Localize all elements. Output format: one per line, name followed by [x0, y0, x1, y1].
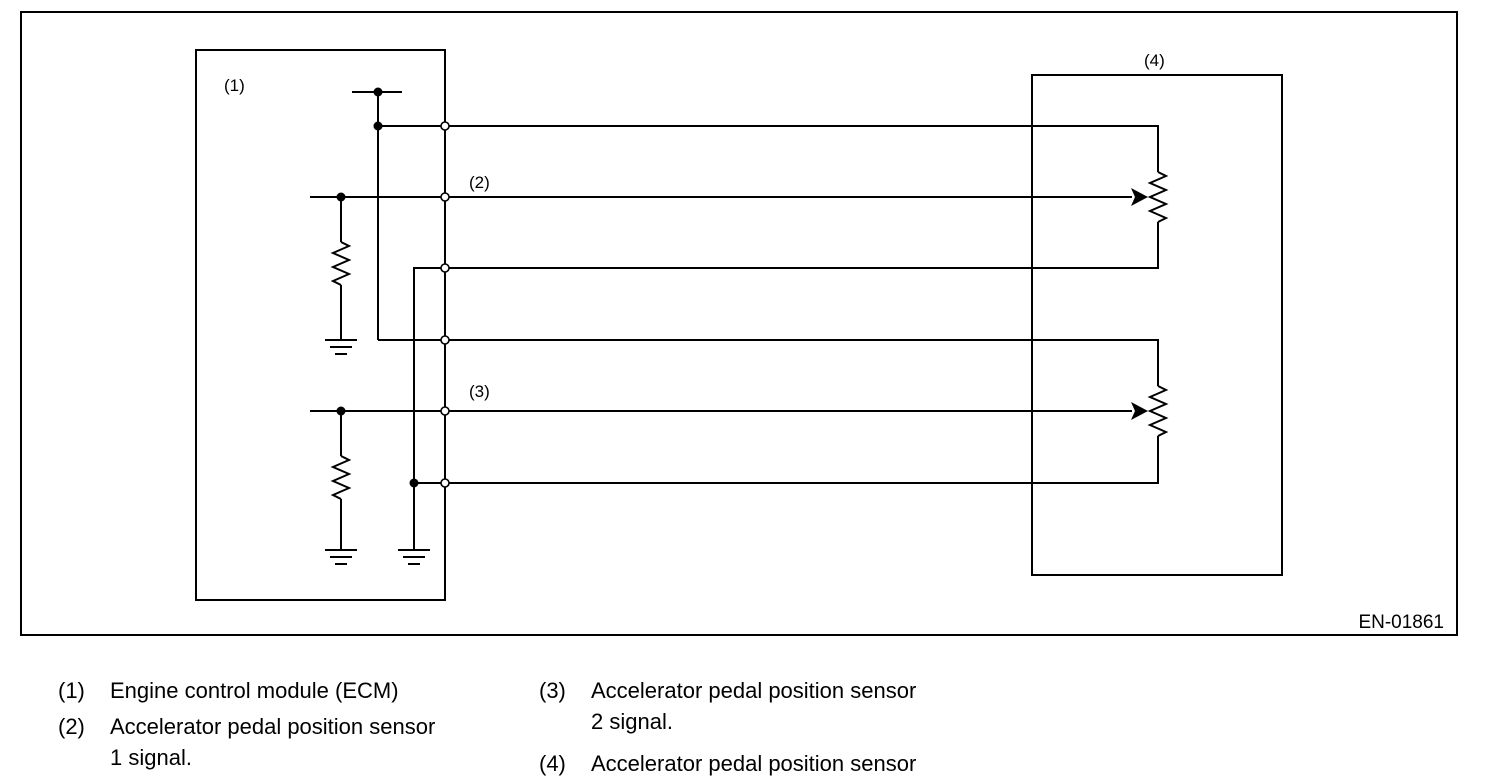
signal2-label: (3) [469, 382, 490, 401]
resistor-1 [330, 241, 352, 286]
signal1-label: (2) [469, 173, 490, 192]
legend-item-4: (4) Accelerator pedal position sensor [539, 748, 979, 780]
legend-item-3: (3) Accelerator pedal position sensor 2 … [539, 675, 979, 739]
wiper-arrow-1 [1131, 188, 1148, 206]
wiring-diagram: (1) (4) (2) [20, 11, 1458, 636]
legend-num: (4) [539, 751, 566, 776]
ecm-label: (1) [224, 76, 245, 95]
wiper-arrow-2 [1131, 402, 1148, 420]
ecm-box [195, 49, 446, 601]
legend-num: (3) [539, 678, 566, 703]
sensor1-circuit: (2) [310, 125, 1169, 483]
diagram-frame [20, 11, 1458, 636]
legend-num: (2) [58, 714, 85, 739]
legend-text: Engine control module (ECM) [110, 678, 399, 703]
legend-text: Accelerator pedal position sensor 1 sign… [110, 714, 436, 770]
potentiometer-2 [1147, 385, 1169, 437]
legend-item-1: (1) Engine control module (ECM) [58, 675, 498, 707]
legend-text: Accelerator pedal position sensor [591, 751, 917, 776]
ecm-terminals [440, 121, 450, 488]
sensor-label: (4) [1144, 51, 1165, 70]
ground-symbol-1 [325, 339, 357, 355]
legend-item-2: (2) Accelerator pedal position sensor 1 … [58, 711, 498, 775]
sensor-box [1031, 74, 1283, 576]
ground-symbol-2 [325, 549, 357, 565]
potentiometer-1 [1147, 171, 1169, 223]
sensor2-circuit: (3) [310, 339, 1169, 565]
ground-symbol-3 [398, 549, 430, 565]
legend-num: (1) [58, 678, 85, 703]
legend-text: Accelerator pedal position sensor 2 sign… [591, 678, 917, 734]
resistor-2 [330, 455, 352, 500]
figure-code: EN-01861 [1358, 612, 1444, 633]
